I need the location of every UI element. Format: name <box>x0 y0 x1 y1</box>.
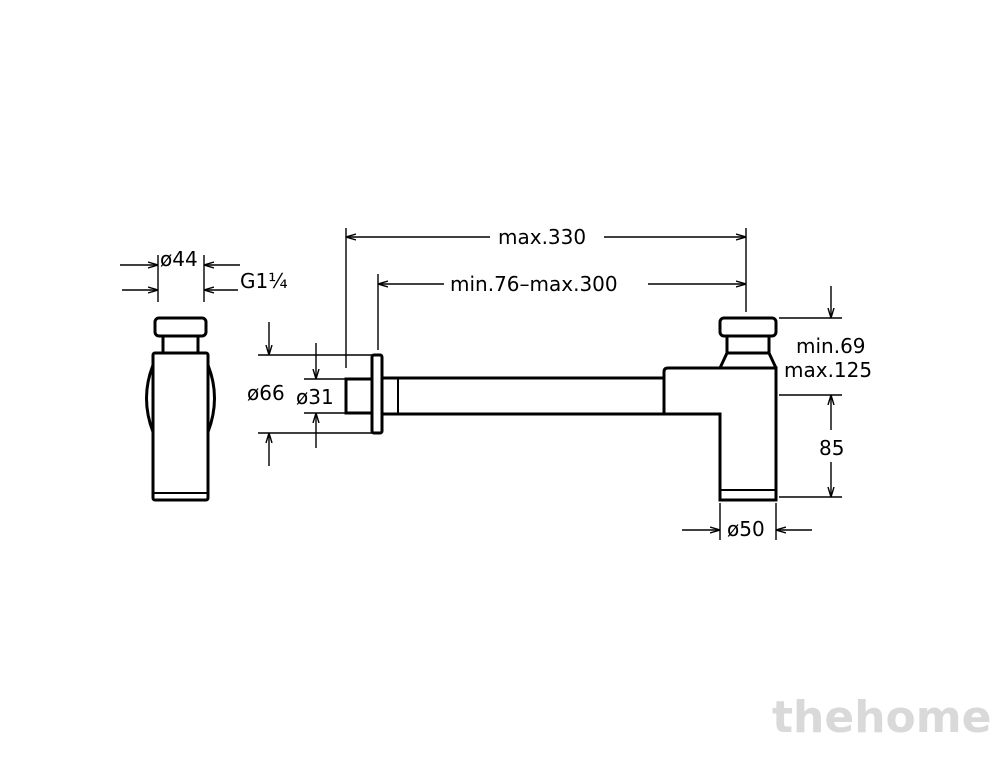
front-view: max.330 min.76–max.300 ø66 ø31 min.69 ma… <box>247 225 872 541</box>
watermark-logo: thehome <box>772 692 991 743</box>
flange-diameter-label: ø66 <box>247 381 285 405</box>
pipe-diameter-label: ø31 <box>296 385 334 409</box>
adjust-range-label: min.76–max.300 <box>450 272 618 296</box>
height-min-label: min.69 <box>796 334 866 358</box>
outlet-height-label: 85 <box>819 436 844 460</box>
side-diameter-label: ø44 <box>160 247 198 271</box>
side-view: ø44 G1¼ <box>120 247 288 502</box>
max-length-label: max.330 <box>498 225 586 249</box>
thread-label: G1¼ <box>240 269 288 293</box>
body-diameter-label: ø50 <box>727 517 765 541</box>
height-max-label: max.125 <box>784 358 872 382</box>
